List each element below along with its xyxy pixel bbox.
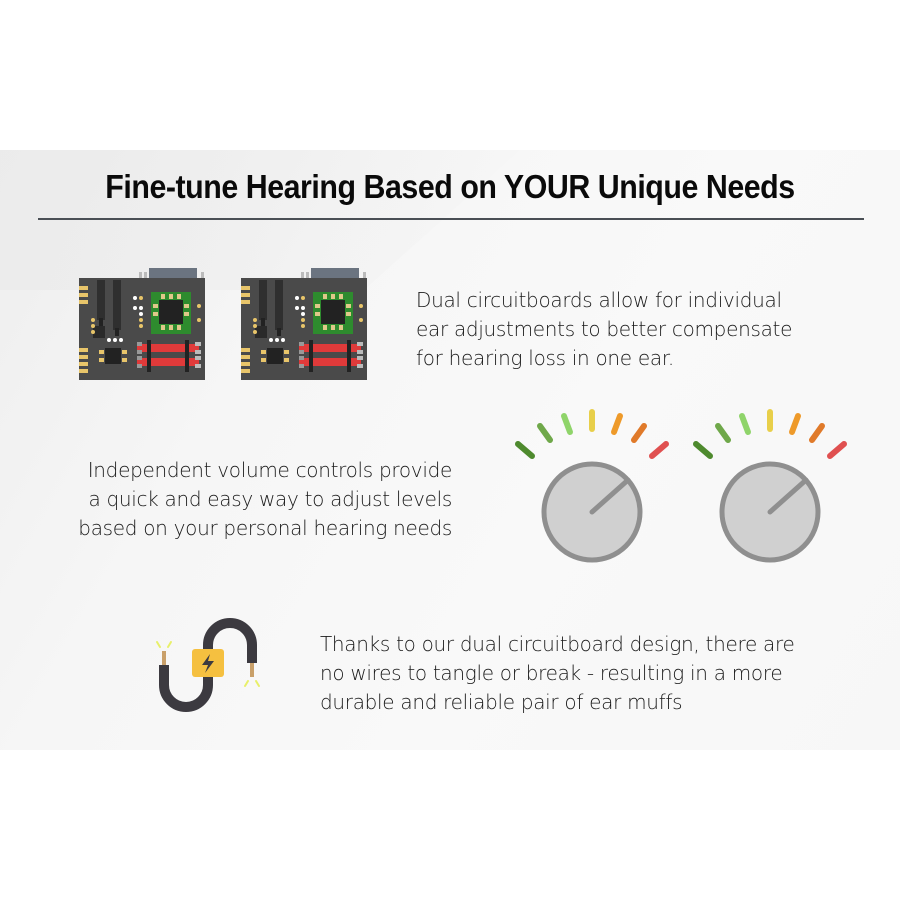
text-line: for hearing loss in one ear. <box>416 346 674 370</box>
volume-knob-icon <box>693 409 847 563</box>
feature-no-wires-text: Thanks to our dual circuitboard design, … <box>320 630 860 717</box>
title-divider <box>38 218 864 220</box>
text-line: no wires to tangle or break - resulting … <box>320 661 783 685</box>
text-line: durable and reliable pair of ear muffs <box>320 690 683 714</box>
text-line: ear adjustments to better compensate <box>416 317 793 341</box>
text-line: Dual circuitboards allow for individual <box>416 288 782 312</box>
volume-knob-icon <box>515 409 669 563</box>
page-title: Fine-tune Hearing Based on YOUR Unique N… <box>105 168 795 205</box>
text-line: a quick and easy way to adjust levels <box>88 487 452 511</box>
circuit-board-icon <box>79 268 205 380</box>
circuit-board-icon <box>241 268 367 380</box>
text-line: Thanks to our dual circuitboard design, … <box>320 632 795 656</box>
text-line: based on your personal hearing needs <box>78 516 452 540</box>
cable-power-icon <box>156 618 260 712</box>
text-line: Independent volume controls provide <box>87 458 453 482</box>
feature-circuitboards-text: Dual circuitboards allow for individual … <box>416 286 836 373</box>
feature-volume-text: Independent volume controls provide a qu… <box>40 456 452 543</box>
infographic-background <box>0 150 900 750</box>
